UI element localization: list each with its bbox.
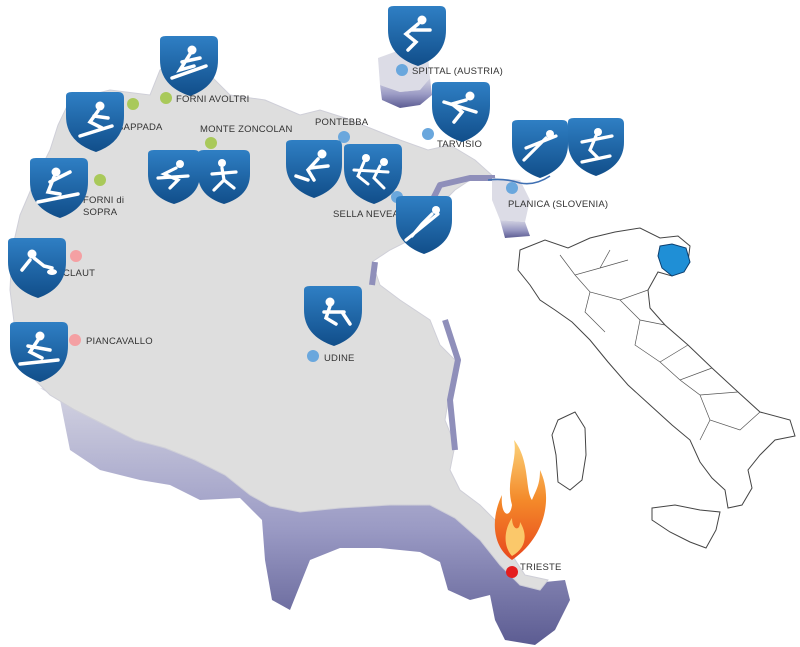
label-forni-avoltri: FORNI AVOLTRI	[176, 94, 250, 105]
italy-mainland	[517, 227, 796, 509]
snowboard-icon[interactable]	[388, 6, 446, 66]
sport-badges	[8, 6, 624, 382]
label-tarvisio: TARVISIO	[437, 139, 482, 150]
label-trieste: TRIESTE	[520, 562, 562, 573]
venue-dot-forni-avoltri[interactable]	[160, 92, 172, 104]
venue-dot-monte-zoncolan[interactable]	[205, 137, 217, 149]
planica-enclave	[492, 178, 530, 222]
ice-hockey-icon[interactable]	[286, 140, 342, 198]
nordic-combined-icon[interactable]	[568, 118, 624, 176]
sicily	[651, 504, 721, 549]
region-ridge	[369, 175, 495, 451]
italy-inset-map	[517, 227, 796, 549]
friuli-highlight	[657, 243, 691, 277]
region-extrusion	[40, 388, 570, 645]
venue-dot-tarvisio[interactable]	[422, 128, 434, 140]
label-udine: UDINE	[324, 353, 355, 364]
venue-dot-planica[interactable]	[506, 182, 518, 194]
venue-markers	[69, 64, 518, 578]
figure-skating-icon[interactable]	[344, 144, 402, 204]
cross-country-skiing-icon[interactable]	[160, 36, 218, 96]
label-claut: CLAUT	[63, 268, 95, 279]
label-monte-zoncolan: MONTE ZONCOLAN	[200, 124, 293, 135]
venue-dot-udine[interactable]	[307, 350, 319, 362]
cross-country-sprint-icon[interactable]	[10, 322, 68, 382]
venue-dot-piancavallo[interactable]	[69, 334, 81, 346]
label-forni-di-sopra-line2: SOPRA	[83, 207, 118, 218]
alpine-skiing-icon[interactable]	[66, 92, 124, 152]
spittal-enclave-wall	[380, 78, 432, 108]
label-sella-nevea: SELLA NEVEA	[333, 209, 400, 220]
skeleton-icon[interactable]	[396, 196, 452, 254]
venue-dot-spittal[interactable]	[396, 64, 408, 76]
italy-regions	[559, 249, 761, 441]
ski-jumping-icon[interactable]	[512, 120, 568, 178]
region-surface	[9, 59, 549, 591]
river	[487, 175, 551, 185]
short-track-icon[interactable]	[148, 150, 200, 204]
label-sappada: SAPPADA	[117, 122, 163, 133]
label-planica: PLANICA (SLOVENIA)	[508, 199, 608, 210]
alpine-udine-icon[interactable]	[304, 286, 362, 346]
label-spittal: SPITTAL (AUSTRIA)	[412, 66, 503, 77]
venue-dot-forni-di-sopra[interactable]	[94, 174, 106, 186]
venue-dot-claut[interactable]	[70, 250, 82, 262]
venue-dot-pontebba[interactable]	[338, 131, 350, 143]
venue-dot-trieste[interactable]	[506, 566, 518, 578]
biathlon-icon[interactable]	[30, 158, 88, 218]
venue-labels: SPITTAL (AUSTRIA) FORNI AVOLTRI SAPPADA …	[63, 66, 608, 573]
label-piancavallo: PIANCAVALLO	[86, 336, 153, 347]
sardinia	[551, 411, 587, 491]
flame-icon	[494, 440, 547, 560]
label-pontebba: PONTEBBA	[315, 117, 369, 128]
planica-enclave-wall	[500, 220, 530, 238]
region-friuli	[9, 50, 570, 645]
label-forni-di-sopra-line1: FORNI di	[83, 195, 124, 206]
venue-dot-sappada[interactable]	[127, 98, 139, 110]
curling-icon[interactable]	[8, 238, 66, 298]
freestyle-skiing-icon[interactable]	[432, 82, 490, 142]
speed-skating-icon[interactable]	[198, 150, 250, 204]
